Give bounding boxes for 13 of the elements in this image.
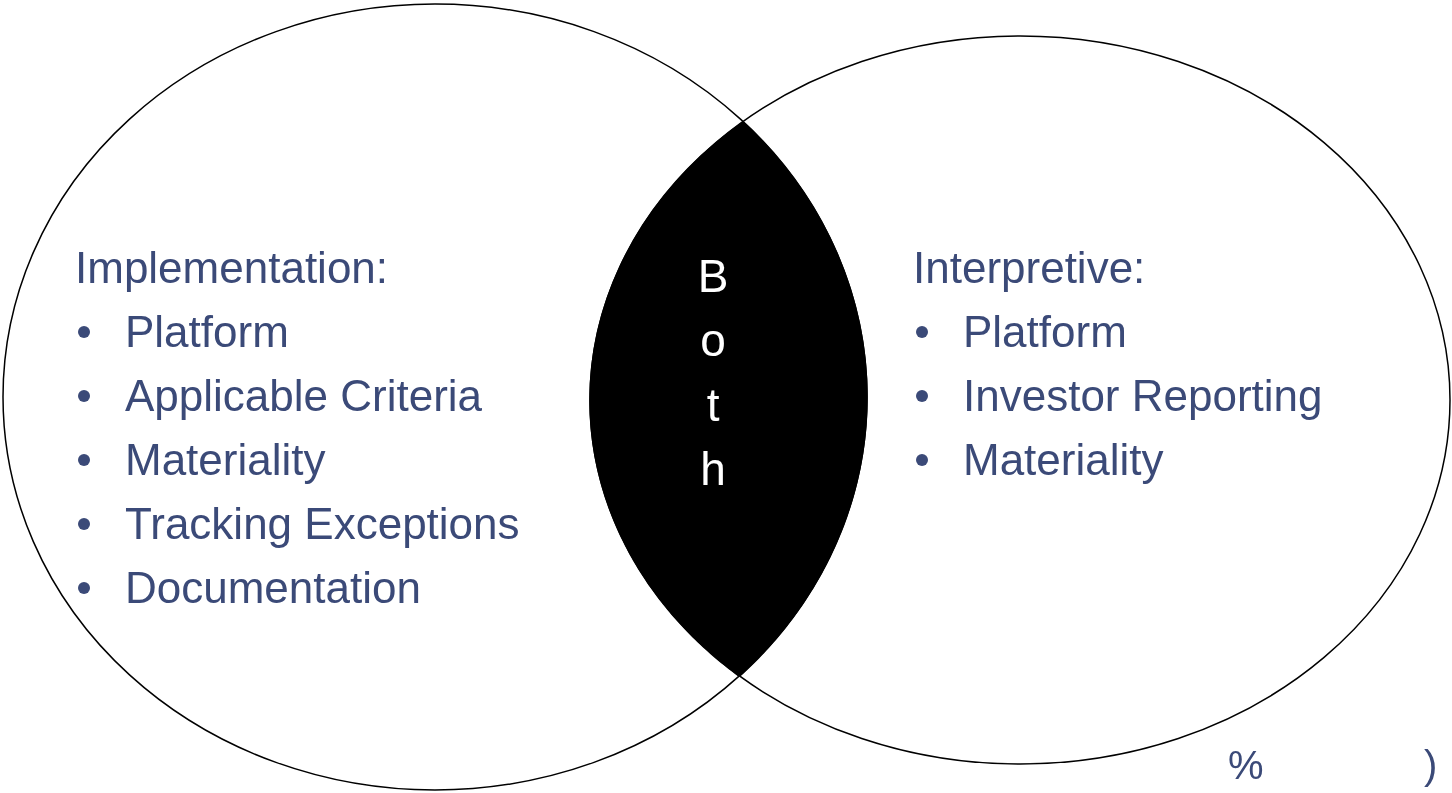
note-text: % [1228, 742, 1264, 788]
list-item: Investor Reporting [963, 364, 1323, 428]
region-label: Both [697, 249, 730, 498]
set-heading: Interpretive: [913, 242, 1147, 294]
list-item: Platform [125, 300, 520, 364]
list-item: Materiality [963, 428, 1323, 492]
note-text: ) [1424, 742, 1438, 788]
list-item: Materiality [125, 428, 520, 492]
list-item: Documentation [125, 556, 520, 620]
list-item: Applicable Criteria [125, 364, 520, 428]
list-item: Tracking Exceptions [125, 492, 520, 556]
set-heading: Implementation: [75, 242, 390, 294]
list-item: Platform [963, 300, 1323, 364]
